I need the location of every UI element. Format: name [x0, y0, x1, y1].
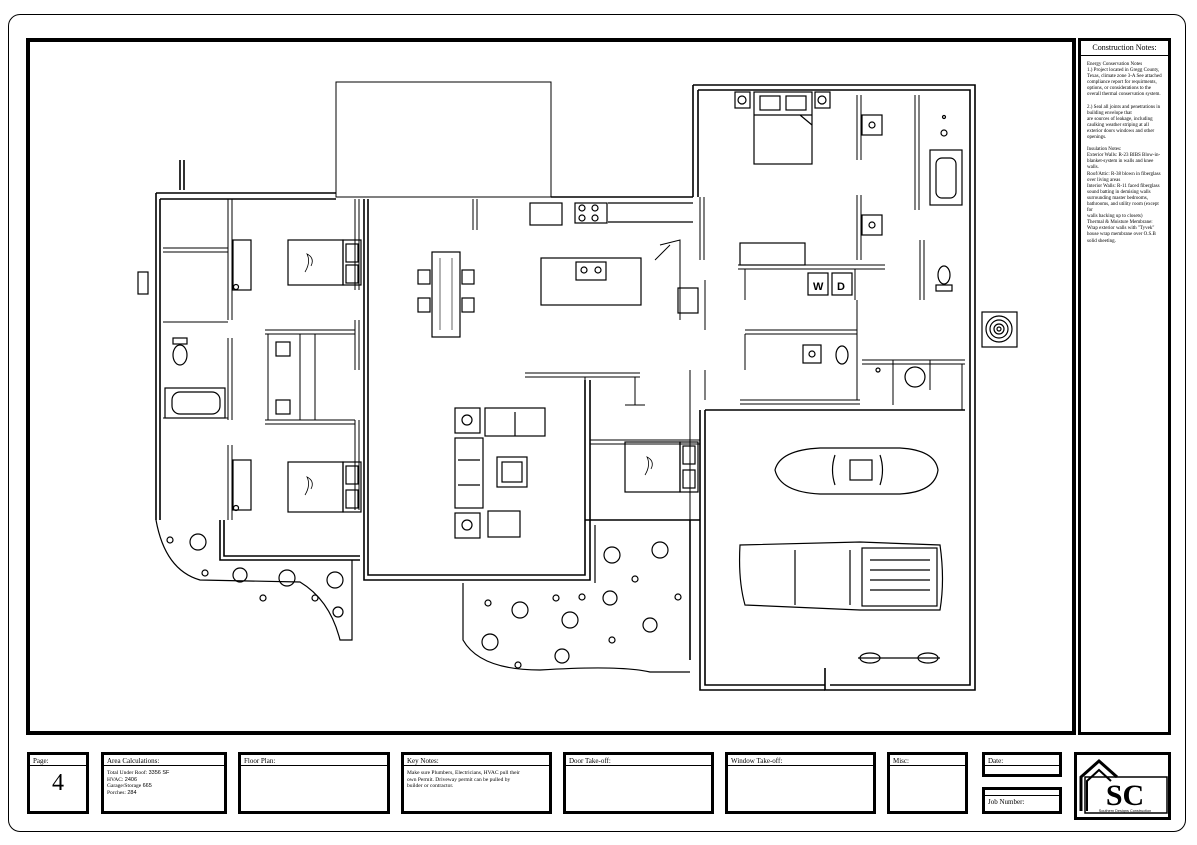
page-box: Page: 4 — [27, 752, 89, 814]
page-label: Page: — [30, 755, 86, 766]
page-number: 4 — [52, 770, 64, 796]
job-number-box: Job Number: — [982, 787, 1062, 814]
bedroom-2-bed — [232, 459, 362, 513]
key-notes-text: Make sure Plumbers, Electricians, HVAC p… — [407, 770, 520, 789]
dryer-label: D — [837, 281, 845, 293]
dining-table — [417, 251, 475, 338]
window-takeoff-label: Window Take-off: — [728, 755, 873, 766]
landscaping-center — [462, 525, 690, 673]
living-room-furniture — [454, 407, 546, 539]
floor-plan-box: Floor Plan: — [238, 752, 390, 814]
logo-letters: SC — [1106, 779, 1144, 812]
construction-notes-panel: Construction Notes: Energy Conservation … — [1078, 38, 1171, 735]
company-logo: SC Southern Designs Construction — [1079, 758, 1168, 814]
door-takeoff-box: Door Take-off: — [563, 752, 714, 814]
window-takeoff-box: Window Take-off: — [725, 752, 876, 814]
area-line-garage: Garage/Storage 665 — [107, 783, 152, 789]
area-line-total: Total Under Roof: 3356 SF — [107, 770, 170, 776]
misc-box: Misc: — [887, 752, 968, 814]
drawing-frame — [8, 14, 1186, 832]
date-label: Date: — [985, 755, 1059, 766]
misc-label: Misc: — [890, 755, 965, 766]
floor-plan-label: Floor Plan: — [241, 755, 387, 766]
job-number-label: Job Number: — [985, 795, 1059, 806]
area-line-porches: Porches: 284 — [107, 789, 137, 796]
garage-truck — [738, 541, 944, 611]
door-takeoff-label: Door Take-off: — [566, 755, 711, 766]
garage-motorcycle — [858, 652, 940, 664]
area-calculations-box: Area Calculations: Total Under Roof: 335… — [101, 752, 227, 814]
area-calculations-label: Area Calculations: — [104, 755, 224, 766]
bedroom-3-bed — [624, 441, 699, 493]
area-line-hvac: HVAC: 2406 — [107, 776, 138, 783]
logo-box: SC Southern Designs Construction — [1074, 752, 1171, 820]
laundry: W D — [739, 242, 926, 388]
kitchen — [529, 202, 699, 314]
landscaping-left — [155, 519, 353, 641]
key-notes-label: Key Notes: — [404, 755, 549, 766]
plan-sheet — [26, 38, 1076, 735]
seal-notes: 2.) Seal all joints and penetrations in … — [1087, 104, 1161, 141]
garage-car — [774, 447, 939, 495]
ac-unit — [981, 311, 1018, 348]
exterior-walls — [155, 84, 976, 691]
construction-notes-title: Construction Notes: — [1081, 41, 1168, 56]
logo-tagline: Southern Designs Construction — [1099, 809, 1152, 813]
floor-plan-drawing: W D — [137, 81, 1018, 691]
date-box: Date: — [982, 752, 1062, 777]
energy-notes: Energy Conservation Notes 1.) Project lo… — [1087, 62, 1162, 98]
key-notes-box: Key Notes: Make sure Plumbers, Electrici… — [401, 752, 552, 814]
washer-label: W — [813, 281, 824, 293]
insulation-notes: Insulation Notes: Exterior Walls: R-23 B… — [1087, 147, 1161, 244]
bedroom-1-bed — [232, 239, 362, 291]
hall-bath-fixtures — [164, 337, 291, 419]
master-bath-fixtures — [861, 114, 963, 292]
master-bed — [734, 91, 831, 165]
